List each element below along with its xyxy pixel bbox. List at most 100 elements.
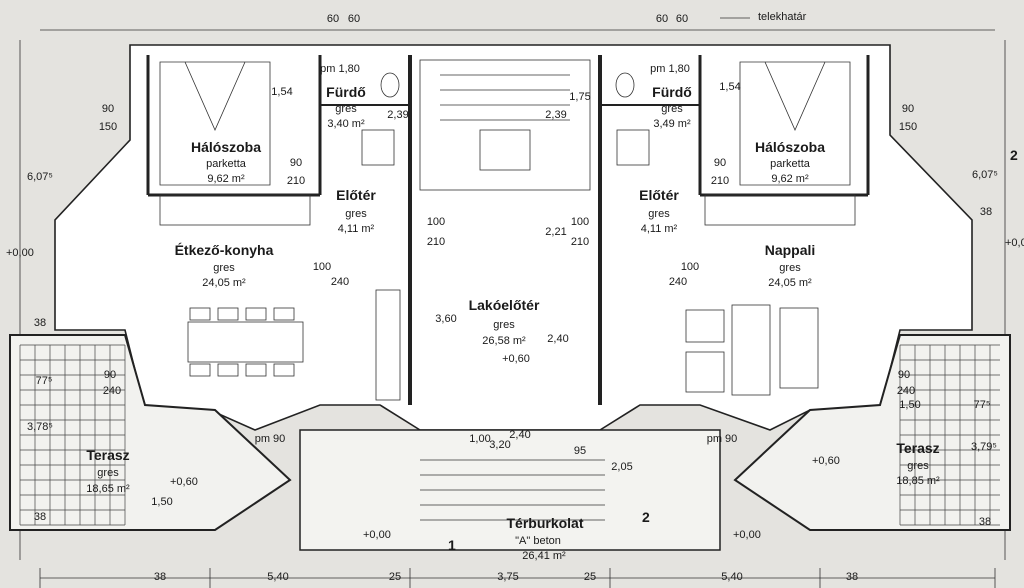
misc-dim: 3,20 [489,439,510,451]
misc-dim: pm 1,80 [320,63,360,75]
level-marks: +0,60 +0,60 +0,00 +0,00 +0,00 +0,0 [6,237,1024,541]
terrace-right-area: 18,85 m² [896,475,940,487]
window-dim: 150 [99,121,117,133]
terrace-left-name: Terasz [86,447,129,463]
staircase [419,59,591,191]
walls [54,44,973,431]
bottom-dim: 25 [584,571,596,583]
edge-left-level: +0,00 [6,247,34,259]
misc-dim: 77⁵ [974,399,991,411]
terrace-left-level: +0,60 [170,476,198,488]
bottom-dim: 3,75 [497,571,518,583]
misc-dim: 1,54 [271,86,292,98]
living-area: 24,05 m² [768,277,812,289]
window-dim: 60 [656,13,668,25]
hall-right-name: Előtér [639,187,679,203]
misc-dim: 2,21 [545,226,566,238]
misc-dim: 77⁵ [36,375,53,387]
misc-dim: 1,00 [469,433,490,445]
window-dim: 60 [676,13,688,25]
terrace-right-level: +0,60 [812,455,840,467]
section-a-label: 1 [448,537,456,553]
misc-dim: 3,78⁵ [27,421,53,433]
bath-left-material: gres [335,103,357,115]
door-dim: 240 [669,276,687,288]
bedroom-right-name: Hálószoba [755,139,825,155]
bath-right-name: Fürdő [652,84,692,100]
terrace-left-area: 18,65 m² [86,483,130,495]
misc-dim: 3,79⁵ [971,441,997,453]
window-dim: 90 [102,103,114,115]
bath-right-area: 3,49 m² [653,118,691,130]
misc-dim: 38 [34,511,46,523]
bedroom-right-material: parketta [770,158,811,170]
window-dim: 150 [899,121,917,133]
misc-dim: 95 [574,445,586,457]
window-dim: 60 [327,13,339,25]
door-dim: 90 [104,369,116,381]
bottom-dim: 38 [846,571,858,583]
door-dim: 240 [103,385,121,397]
terrace-right-material: gres [907,460,929,472]
door-dim: 100 [427,216,445,228]
bath-right-material: gres [661,103,683,115]
misc-dim: 1,54 [719,81,740,93]
window-dim: 90 [902,103,914,115]
kitchen-material: gres [213,262,235,274]
stairhall-name: Lakóelőtér [469,297,540,313]
door-dim: 210 [287,175,305,187]
misc-dim: 2,39 [545,109,566,121]
door-dim: 100 [313,261,331,273]
door-dim: 240 [897,385,915,397]
tile-grid [19,344,1000,526]
door-dim: 90 [714,157,726,169]
hall-left-material: gres [345,208,367,220]
outside-left-level: +0,00 [363,529,391,541]
door-dim: 210 [711,175,729,187]
dimension-text: 38 5,40 25 3,75 25 5,40 38 90 150 90 150 60 60 60 60 90… [27,13,998,583]
hall-left-area: 4,11 m² [338,223,375,235]
bath-left-name: Fürdő [326,84,366,100]
paving-material: "A" beton [515,535,561,547]
terrace-right-tiles [733,334,1011,531]
living-name: Nappali [765,242,816,258]
hall-left-name: Előtér [336,187,376,203]
misc-dim: 1,50 [899,399,920,411]
edge-right-level: +0,0 [1005,237,1024,249]
entrance-steps [420,459,605,521]
section-b-label: 2 [642,509,650,525]
terrace-left-material: gres [97,467,119,479]
kitchen-name: Étkező-konyha [175,242,274,258]
misc-dim: 38 [980,206,992,218]
misc-dim: 38 [979,516,991,528]
bottom-dim: 5,40 [267,571,288,583]
misc-dim: 2,40 [509,429,530,441]
living-material: gres [779,262,801,274]
bottom-dim: 25 [389,571,401,583]
door-dim: 240 [331,276,349,288]
misc-dim: 2,05 [611,461,632,473]
bottom-dim: 5,40 [721,571,742,583]
paving-name: Térburkolat [506,515,583,531]
outside-right-level: +0,00 [733,529,761,541]
bath-left-area: 3,40 m² [327,118,365,130]
hall-right-material: gres [648,208,670,220]
kitchen-area: 24,05 m² [202,277,246,289]
misc-dim: 38 [34,317,46,329]
window-dim: 60 [348,13,360,25]
door-dim: 90 [898,369,910,381]
stairhall-material: gres [493,319,515,331]
misc-dim: 3,60 [435,313,456,325]
misc-dim: pm 1,80 [650,63,690,75]
bedroom-left-area: 9,62 m² [207,173,245,185]
misc-dim: 1,75 [569,91,590,103]
bottom-dim: 38 [154,571,166,583]
watermark: otp ingatlanpont [430,382,571,402]
door-dim: 210 [571,236,589,248]
furniture [159,61,856,401]
door-dim: 100 [681,261,699,273]
bedroom-left-material: parketta [206,158,247,170]
bedroom-right-area: 9,62 m² [771,173,809,185]
misc-dim: 6,07⁵ [972,169,998,181]
